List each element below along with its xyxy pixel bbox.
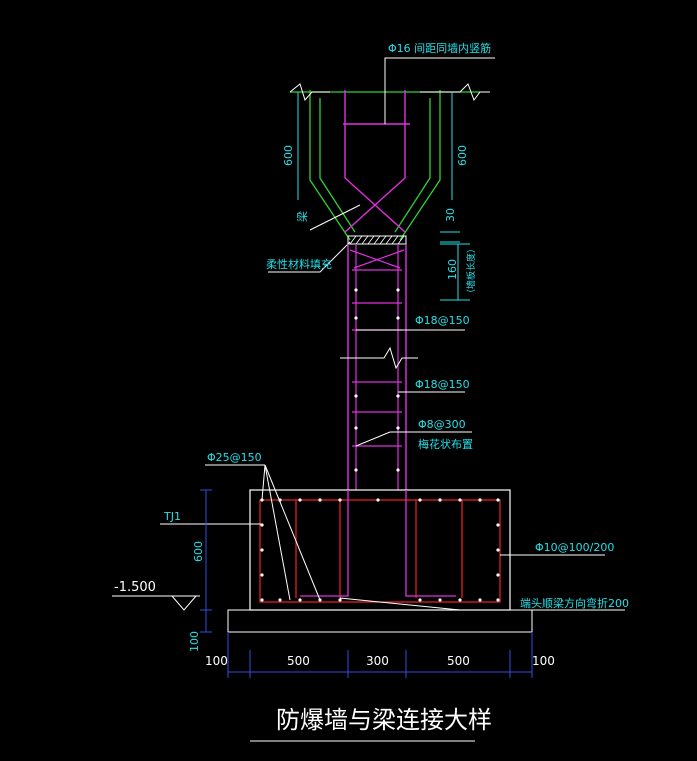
drawing-title: 防爆墙与梁连接大样 [276,706,492,734]
rebar-18-150-a: Φ18@150 [415,314,470,327]
dim-vertical-left [200,489,212,633]
rebar-10-100-200: Φ10@100/200 [535,541,614,554]
bottom-dim-2: 300 [366,654,389,668]
footing-dots [260,498,500,602]
dim-600-footing: 600 [192,541,205,562]
end-bend-label: 端头顺梁方向弯折200 [520,596,629,610]
rebar-25-leader [205,464,321,601]
beam-label: 梁 [295,211,309,222]
flexible-fill-label: 柔性材料填充 [266,257,332,271]
bottom-dim-3: 500 [447,654,470,668]
rebar-25-150: Φ25@150 [207,451,262,464]
rebar-8-leader [355,431,472,447]
dim-horizontal-bottom [227,632,533,678]
bottom-dim-labels: 100 500 300 500 100 [205,654,555,668]
dim-30-text: 30 [444,208,457,222]
dim-600-left-text: 600 [282,145,295,166]
top-rebar-label: Φ16 间距同墙内竖筋 [388,41,491,55]
dim-160-text: 160 [446,259,459,280]
plum-layout: 梅花状布置 [418,437,473,451]
flexible-fill-leader [268,241,351,273]
dim-600-right-text: 600 [456,145,469,166]
dim-160 [440,243,470,301]
break-line-middle [340,346,418,370]
footing-cushion [227,609,533,633]
bottom-dim-0: 100 [205,654,228,668]
rebar-18-leaders [356,329,465,393]
bottom-dim-4: 100 [532,654,555,668]
dim-30-ticks [440,231,460,243]
footing-rebar-magenta [300,490,456,597]
dim-100-vert: 100 [188,631,201,652]
top-crossing-rebar [343,90,410,233]
lower-wall-outline [347,244,407,490]
elevation-label: -1.500 [114,580,156,595]
elevation-marker [112,595,200,611]
bottom-dim-1: 500 [287,654,310,668]
rebar-18-150-b: Φ18@150 [415,378,470,391]
rebar-8-300: Φ8@300 [418,418,466,431]
lower-wall-inner-rebar [349,244,405,490]
lower-wall-dots [354,288,400,472]
top-rebar-leader [384,57,495,124]
footing-rebar-red [259,499,501,603]
beam-leader [309,204,361,231]
dim-160-note: （墙板长度） [465,244,477,298]
tj1-label: TJ1 [163,510,181,523]
break-line-top [289,83,490,102]
flexible-fill-band [347,235,407,245]
